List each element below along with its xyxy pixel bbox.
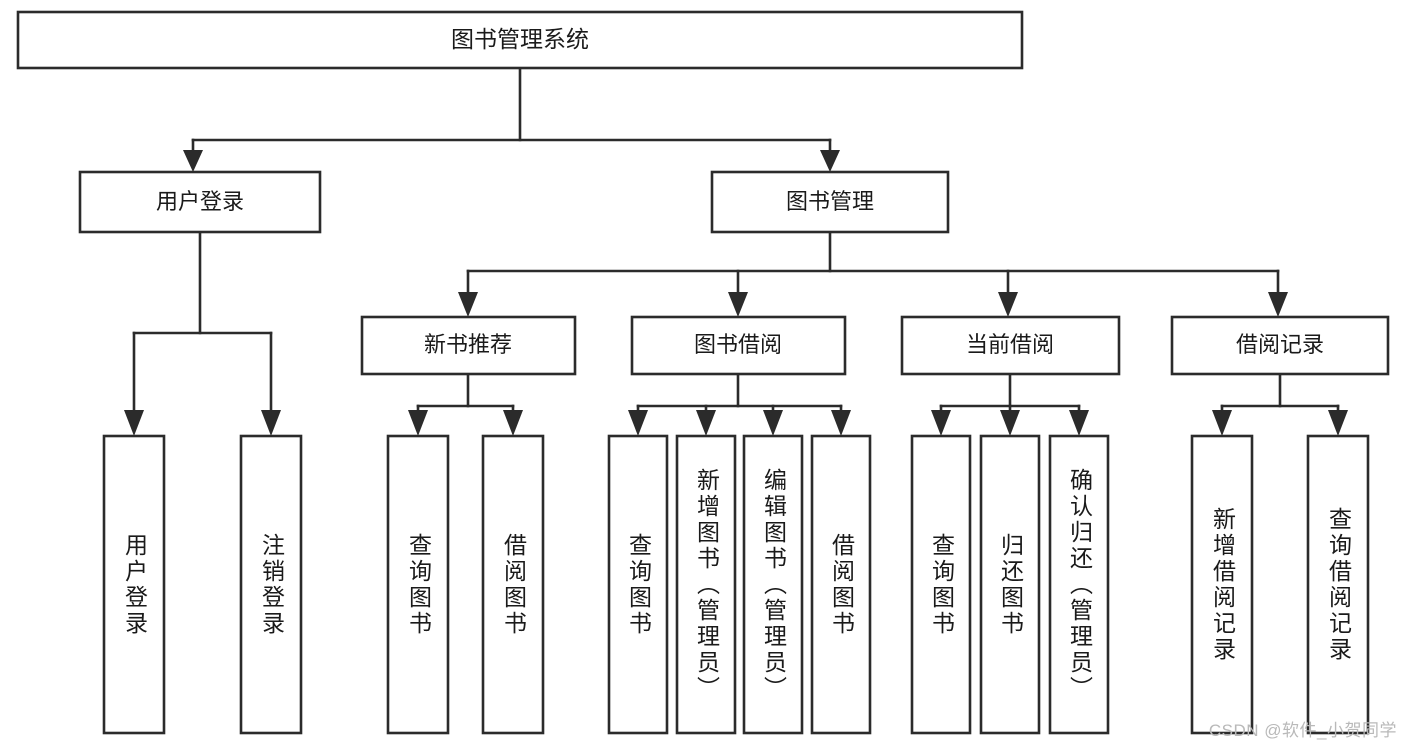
- node-borrow-record-box[interactable]: [1170, 315, 1390, 376]
- arrow-head-leaf-user-logout: [261, 410, 281, 436]
- arrow-head-leaf-query-book-2: [628, 410, 648, 436]
- leaf-box-edit-book[interactable]: [742, 434, 804, 735]
- node-new-book-recommend[interactable]: 新书推荐: [360, 315, 577, 376]
- node-root[interactable]: 图书管理系统: [16, 10, 1024, 70]
- node-user-login-box[interactable]: [78, 170, 322, 234]
- arrow-head-leaf-borrow-book-1: [503, 410, 523, 436]
- arrow-head-leaf-query-book-3: [931, 410, 951, 436]
- node-current-borrow-box[interactable]: [900, 315, 1121, 376]
- arrow-head-book-manage: [820, 150, 840, 172]
- connector-group-book-manage: [458, 230, 1288, 317]
- node-current-borrow[interactable]: 当前借阅: [900, 315, 1121, 376]
- connector-group-root: [183, 66, 840, 172]
- node-book-borrow-label: 图书借阅: [694, 332, 782, 357]
- connector-group-user-login: [124, 230, 281, 436]
- node-book-borrow-box[interactable]: [630, 315, 847, 376]
- node-user-login[interactable]: 用户登录: [78, 170, 322, 234]
- arrow-head-leaf-borrow-book-2: [831, 410, 851, 436]
- leaf-box-query-record[interactable]: [1306, 434, 1370, 735]
- node-current-borrow-label: 当前借阅: [966, 332, 1054, 357]
- node-root-box[interactable]: [16, 10, 1024, 70]
- node-book-manage-box[interactable]: [710, 170, 950, 234]
- leaf-box-borrow-book-1[interactable]: [481, 434, 545, 735]
- arrow-head-leaf-query-book-1: [408, 410, 428, 436]
- leaf-box-confirm-return[interactable]: [1048, 434, 1110, 735]
- node-book-manage[interactable]: 图书管理: [710, 170, 950, 234]
- arrow-head-new-book-recommend: [458, 292, 478, 317]
- connector-group-current-borrow: [931, 372, 1089, 436]
- arrow-head-current-borrow: [998, 292, 1018, 317]
- leaf-box-user-logout[interactable]: [239, 434, 303, 735]
- arrow-head-leaf-add-record: [1212, 410, 1232, 436]
- leaf-box-group: [102, 434, 1370, 735]
- leaf-box-return-book[interactable]: [979, 434, 1041, 735]
- node-borrow-record[interactable]: 借阅记录: [1170, 315, 1390, 376]
- leaf-box-query-book-2[interactable]: [607, 434, 669, 735]
- leaf-box-query-book-3[interactable]: [910, 434, 972, 735]
- node-borrow-record-label: 借阅记录: [1236, 332, 1324, 357]
- node-book-borrow[interactable]: 图书借阅: [630, 315, 847, 376]
- arrow-head-book-borrow: [728, 292, 748, 317]
- arrow-head-leaf-query-record: [1328, 410, 1348, 436]
- arrow-head-leaf-user-login: [124, 410, 144, 436]
- leaf-box-user-login[interactable]: [102, 434, 166, 735]
- leaf-box-add-record[interactable]: [1190, 434, 1254, 735]
- leaf-box-borrow-book-2[interactable]: [810, 434, 872, 735]
- csdn-watermark: CSDN @软件_小贺同学: [1208, 721, 1397, 740]
- arrow-head-borrow-record: [1268, 292, 1288, 317]
- arrow-head-leaf-edit-book: [763, 410, 783, 436]
- connector-group-book-borrow: [628, 372, 851, 436]
- connector-group-new-book-recommend: [408, 372, 523, 436]
- node-user-login-label: 用户登录: [156, 189, 244, 214]
- arrow-head-user-login: [183, 150, 203, 172]
- leaf-box-add-book[interactable]: [675, 434, 737, 735]
- leaf-box-query-book-1[interactable]: [386, 434, 450, 735]
- node-new-book-recommend-label: 新书推荐: [424, 332, 512, 357]
- arrow-head-leaf-confirm-return: [1069, 410, 1089, 436]
- node-root-label: 图书管理系统: [451, 26, 589, 52]
- node-book-manage-label: 图书管理: [786, 189, 874, 214]
- arrow-head-leaf-add-book: [696, 410, 716, 436]
- arrow-head-leaf-return-book: [1000, 410, 1020, 436]
- connector-group-borrow-record: [1212, 372, 1348, 436]
- node-new-book-recommend-box[interactable]: [360, 315, 577, 376]
